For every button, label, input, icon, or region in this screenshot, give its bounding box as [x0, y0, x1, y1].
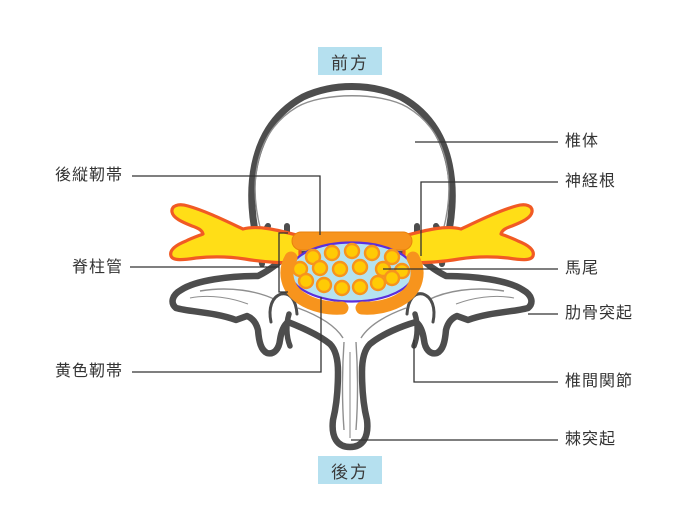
bone-detail-lines: [189, 288, 515, 438]
leader-facet-joint: [413, 340, 558, 383]
nerve-root-left: [169, 203, 302, 265]
label-nerve-root: 神経根: [565, 173, 617, 190]
leader-lines: [130, 141, 558, 441]
leader-nerve-root: [420, 181, 558, 256]
nerve-root-right: [402, 203, 535, 265]
label-facet-joint: 椎間関節: [565, 373, 634, 390]
direction-front-box: 前方: [318, 47, 382, 75]
label-vertebral-body: 椎体: [565, 133, 600, 150]
direction-back-label: 後方: [331, 462, 369, 482]
spinal-canal-bracket: [278, 232, 288, 293]
label-cauda-equina: 馬尾: [565, 260, 600, 277]
direction-front-label: 前方: [331, 53, 369, 73]
label-posterior-longitudinal-ligament: 後縦靭帯: [54, 167, 123, 184]
cauda-equina-dots: [291, 242, 411, 297]
facet-joint-gap-right: [411, 311, 420, 349]
label-costal-process: 肋骨突起: [565, 305, 634, 322]
leader-yellow-ligament: [132, 297, 322, 373]
label-yellow-ligament: 黄色靭帯: [54, 363, 123, 380]
posterior-arch-shape: [169, 250, 535, 451]
yellow-ligament-left: [280, 251, 349, 315]
leader-posterior-longitudinal-ligament: [132, 175, 321, 235]
yellow-ligament-right: [355, 251, 424, 315]
direction-back-box: 後方: [318, 456, 382, 484]
facet-joint-gap-left: [284, 311, 293, 349]
label-spinal-canal: 脊柱管: [71, 259, 123, 276]
label-spinous-process: 棘突起: [565, 431, 617, 448]
